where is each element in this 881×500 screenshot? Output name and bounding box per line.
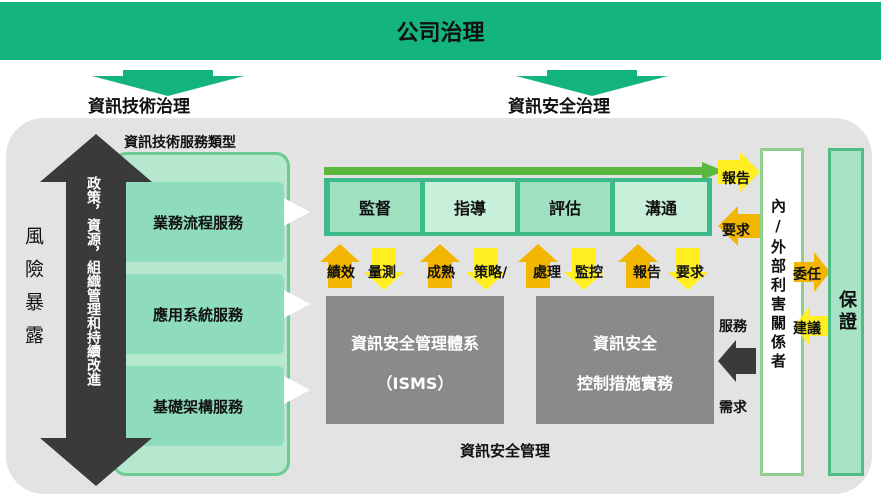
need-label: 需求 xyxy=(719,400,747,416)
corporate-governance-title: 公司治理 xyxy=(396,21,485,46)
risk-exposure-label: 風險暴露 xyxy=(22,226,44,358)
report-request-arrows xyxy=(718,152,760,246)
label-strategy: 策略/ xyxy=(474,265,508,281)
down-arrow-measure xyxy=(364,248,404,290)
isms-abbr: （ISMS） xyxy=(376,374,454,393)
service-business-process: 業務流程服務 xyxy=(112,182,284,262)
service-need-arrow xyxy=(718,340,756,382)
request-label: 要求 xyxy=(722,223,750,239)
policy-double-arrow xyxy=(40,134,152,486)
panel-connectors xyxy=(284,198,310,404)
controls-box: 資訊安全 控制措施實務 xyxy=(536,296,714,424)
stakeholders-column xyxy=(760,148,804,476)
label-performance: 績效 xyxy=(327,265,355,281)
governance-arrows xyxy=(92,70,668,96)
down-arrow-monitor xyxy=(564,248,604,290)
up-arrow-report xyxy=(618,244,658,288)
down-arrow-is xyxy=(516,70,668,96)
it-governance-label: 資訊技術治理 xyxy=(88,97,190,117)
is-governance-label: 資訊安全治理 xyxy=(508,97,610,117)
controls-line2: 控制措施實務 xyxy=(576,374,673,393)
label-report: 報告 xyxy=(633,265,661,281)
down-arrow-it xyxy=(92,70,244,96)
up-arrow-handle xyxy=(518,244,558,288)
label-maturity: 成熟 xyxy=(427,265,455,281)
service-application-system: 應用系統服務 xyxy=(112,274,284,354)
corporate-governance-bar: 公司治理 xyxy=(0,2,881,60)
function-monitor: 監督 xyxy=(330,182,420,232)
label-handle: 處理 xyxy=(533,265,561,281)
delegate-label: 委任 xyxy=(793,267,821,283)
policy-text: 政策，資源，組織管理和持續改進 xyxy=(85,176,101,386)
label-request: 要求 xyxy=(676,265,704,281)
delegate-advise-arrows xyxy=(794,252,830,346)
advise-label: 建議 xyxy=(793,321,821,337)
stakeholders-label: 內/外部利害關係者 xyxy=(769,198,787,372)
assurance-column: 保證 xyxy=(828,148,864,476)
isms-title: 資訊安全管理體系 xyxy=(350,334,479,353)
is-management-label: 資訊安全管理 xyxy=(460,442,551,460)
label-monitor: 監控 xyxy=(575,265,603,281)
report-label: 報告 xyxy=(722,171,750,187)
service-label: 服務 xyxy=(719,319,747,335)
service-types-title: 資訊技術服務類型 xyxy=(124,135,236,151)
feedback-arrows xyxy=(320,244,708,290)
down-arrow-request xyxy=(668,248,708,290)
request-arrow xyxy=(718,206,760,246)
green-top-arrow xyxy=(324,162,724,180)
function-direct: 指導 xyxy=(425,182,515,232)
report-arrow xyxy=(718,152,760,192)
advise-arrow xyxy=(794,306,830,346)
function-communicate: 溝通 xyxy=(615,182,707,232)
service-infrastructure: 基礎架構服務 xyxy=(112,366,284,446)
function-evaluate: 評估 xyxy=(520,182,610,232)
assurance-label: 保證 xyxy=(836,290,857,334)
controls-line1: 資訊安全 xyxy=(592,334,657,353)
delegate-arrow xyxy=(794,252,830,292)
label-measure: 量測 xyxy=(368,265,396,281)
down-arrow-strategy xyxy=(466,248,506,290)
up-arrow-maturity xyxy=(420,244,460,288)
up-arrow-performance xyxy=(320,244,360,288)
isms-box: 資訊安全管理體系 （ISMS） xyxy=(326,296,504,424)
